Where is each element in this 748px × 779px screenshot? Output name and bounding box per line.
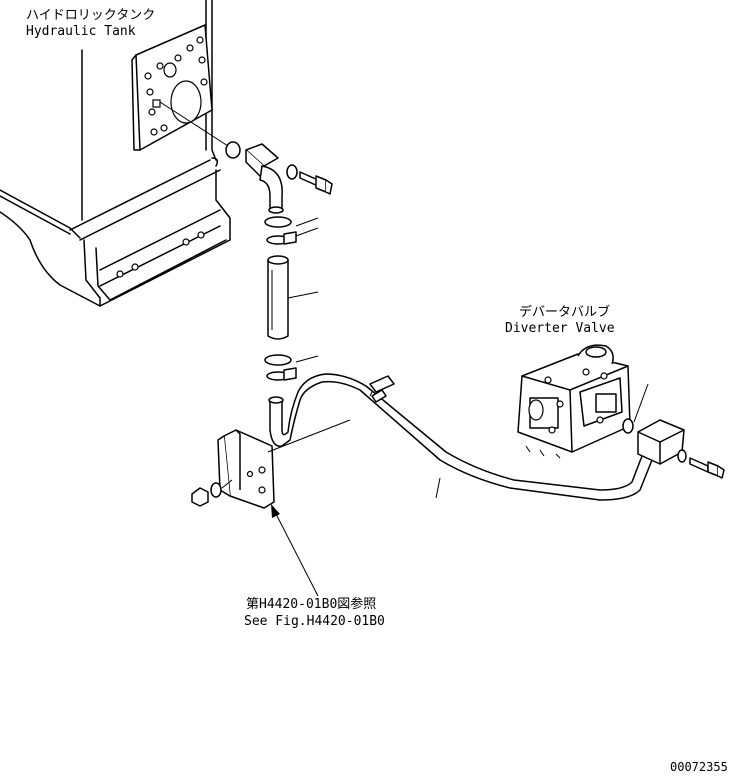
- reference-label-jp: 第H4420-01B0図参照: [246, 597, 377, 612]
- hydraulic-tank: [0, 0, 231, 307]
- nut-washer: [191, 482, 222, 507]
- flange-block: [637, 419, 685, 465]
- drawing-number: 00072355: [670, 760, 728, 774]
- diverter-valve: [517, 344, 631, 459]
- o-ring-valve: [622, 418, 634, 434]
- pipe-nipple: [369, 375, 395, 403]
- elbow-fitting: [245, 143, 284, 214]
- flange-bolt: [677, 449, 725, 479]
- valve-label-en: Diverter Valve: [505, 321, 615, 336]
- o-ring-tank: [225, 141, 241, 159]
- reference-label-en: See Fig.H4420-01B0: [244, 614, 385, 629]
- bolt-washer: [286, 164, 333, 195]
- mounting-bracket: [217, 419, 351, 509]
- hose: [267, 255, 319, 340]
- reference-arrow: [271, 504, 319, 597]
- hose-clamp-upper: [264, 216, 319, 245]
- valve-label-jp: デバータバルブ: [519, 305, 611, 320]
- tank-label-jp: ハイドロリックタンク: [26, 8, 156, 23]
- hose-clamp-lower: [264, 354, 319, 381]
- tank-label-en: Hydraulic Tank: [26, 24, 136, 39]
